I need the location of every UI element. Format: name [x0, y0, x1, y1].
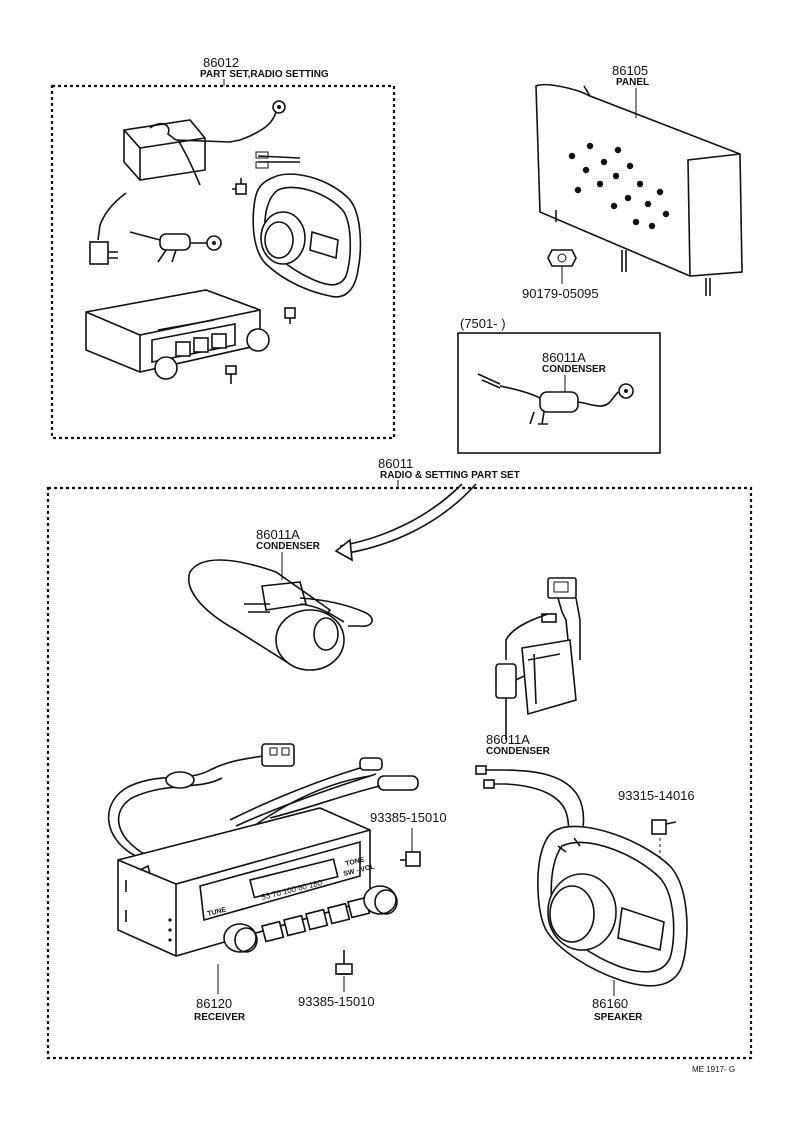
condenser-small-part-number: 86011A [486, 732, 530, 747]
set-86012-condenser [129, 231, 222, 263]
speaker-part-number: 86160 [592, 996, 628, 1011]
receiver-preset-button-2 [283, 914, 307, 937]
set-86011-arrow [341, 483, 477, 555]
screw-93385-lower: 93385-15010 [298, 950, 375, 1009]
set-86012-speaker [252, 151, 362, 298]
screw-upper-part-number: 93385-15010 [370, 810, 447, 825]
panel-holes [568, 142, 670, 230]
panel-part-number: 86105 [612, 63, 648, 78]
screw-93385-upper: 93385-15010 [370, 810, 447, 867]
receiver-wire-1 [107, 755, 265, 859]
condenser-box-part-number: 86011A [542, 350, 586, 365]
set-86012-dashed-frame [50, 84, 396, 440]
speaker-name: SPEAKER [594, 1012, 643, 1023]
set-86012-receiver [85, 289, 270, 380]
receiver-preset-button-3 [305, 908, 329, 931]
set-86012-left-wire [89, 192, 127, 265]
set-86012-ground-wire [239, 100, 286, 141]
set-86012-screw-2 [284, 307, 296, 324]
condenser-large-part-number: 86011A [256, 527, 300, 542]
receiver-86120: 53 70 100 60 180 TUNE TONE SW - VOL 8612… [107, 743, 419, 1023]
reference-code: ME 1917- G [692, 1065, 735, 1074]
panel-name: PANEL [616, 77, 649, 88]
receiver-faceplate [199, 840, 361, 922]
condenser-large: 86011A CONDENSER [188, 527, 373, 671]
nut-90179: 90179-05095 [522, 249, 599, 301]
screw-lower-part-number: 93385-15010 [298, 994, 375, 1009]
panel-body [535, 83, 743, 277]
panel-86105: 86105 PANEL [535, 63, 743, 296]
set-86011-name: RADIO & SETTING PART SET [380, 470, 520, 481]
receiver-preset-button-1 [261, 920, 285, 943]
set-86012-screw-3 [225, 365, 237, 384]
part-set-86012: 86012 PART SET,RADIO SETTING [50, 55, 396, 440]
speaker-86160: 86160 SPEAKER [475, 765, 688, 1023]
speaker-magnet [547, 873, 617, 951]
receiver-preset-button-4 [327, 902, 351, 925]
part-set-86011: 86011 RADIO & SETTING PART SET [46, 456, 753, 1060]
receiver-part-number: 86120 [196, 996, 232, 1011]
set-86012-name: PART SET,RADIO SETTING [200, 69, 329, 80]
nut-part-number: 90179-05095 [522, 286, 599, 301]
screw-93315-part-number: 93315-14016 [618, 788, 695, 803]
condenser-box-7501: (7501- ) 86011A CONDENSER [457, 316, 661, 454]
screw-93315: 93315-14016 [618, 788, 695, 870]
set-86011-part-number: 86011 [378, 456, 413, 471]
receiver-tune-label: TUNE [207, 906, 228, 917]
receiver-volume-knob [363, 885, 397, 915]
set-86012-screw-1 [232, 178, 247, 195]
receiver-name: RECEIVER [194, 1012, 246, 1023]
condenser-large-name: CONDENSER [256, 541, 321, 552]
set-86012-part-number: 86012 [203, 55, 239, 70]
condenser-box-date: (7501- ) [460, 316, 506, 331]
receiver-tune-knob [223, 923, 257, 953]
condenser-small: 86011A CONDENSER [486, 577, 581, 757]
receiver-dial [249, 858, 339, 899]
condenser-box-name: CONDENSER [542, 364, 607, 375]
condenser-box-frame [457, 332, 661, 454]
condenser-small-name: CONDENSER [486, 746, 551, 757]
set-86012-condenser-block [123, 119, 241, 186]
receiver-tone-label: TONE [345, 856, 366, 868]
